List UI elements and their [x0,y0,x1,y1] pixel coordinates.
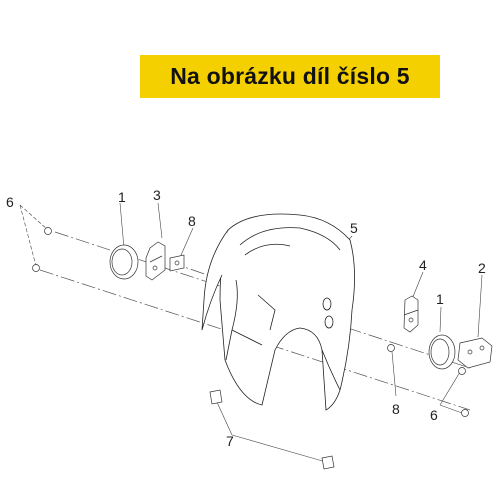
callout-1-right: 1 [436,291,444,307]
callout-4: 4 [419,257,427,273]
front-fender [201,213,355,411]
callout-2: 2 [478,260,486,276]
callout-8-bottom: 8 [392,401,400,417]
callout-8-top: 8 [188,213,196,229]
screw-6-left [32,227,52,272]
reflector-left [109,244,139,280]
part-number-banner: Na obrázku díl číslo 5 [140,55,440,98]
callout-labels: 1 3 8 5 4 2 1 6 6 8 7 [6,187,486,449]
callout-3: 3 [153,187,161,203]
nut-8-bottom [387,344,395,352]
bracket-4-right [403,295,419,333]
callout-7: 7 [226,433,234,449]
reflector-right [428,334,456,370]
callout-6-right: 6 [430,407,438,423]
callout-6-left: 6 [6,194,14,210]
clip-7 [209,389,335,470]
mounting-plate-2 [457,337,493,369]
bracket-3-left [145,241,166,281]
callout-5: 5 [350,220,358,236]
clip-8-top [169,254,185,272]
banner-text: Na obrázku díl číslo 5 [170,63,410,89]
callout-1-left: 1 [118,189,126,205]
screw-6-right [458,367,469,417]
